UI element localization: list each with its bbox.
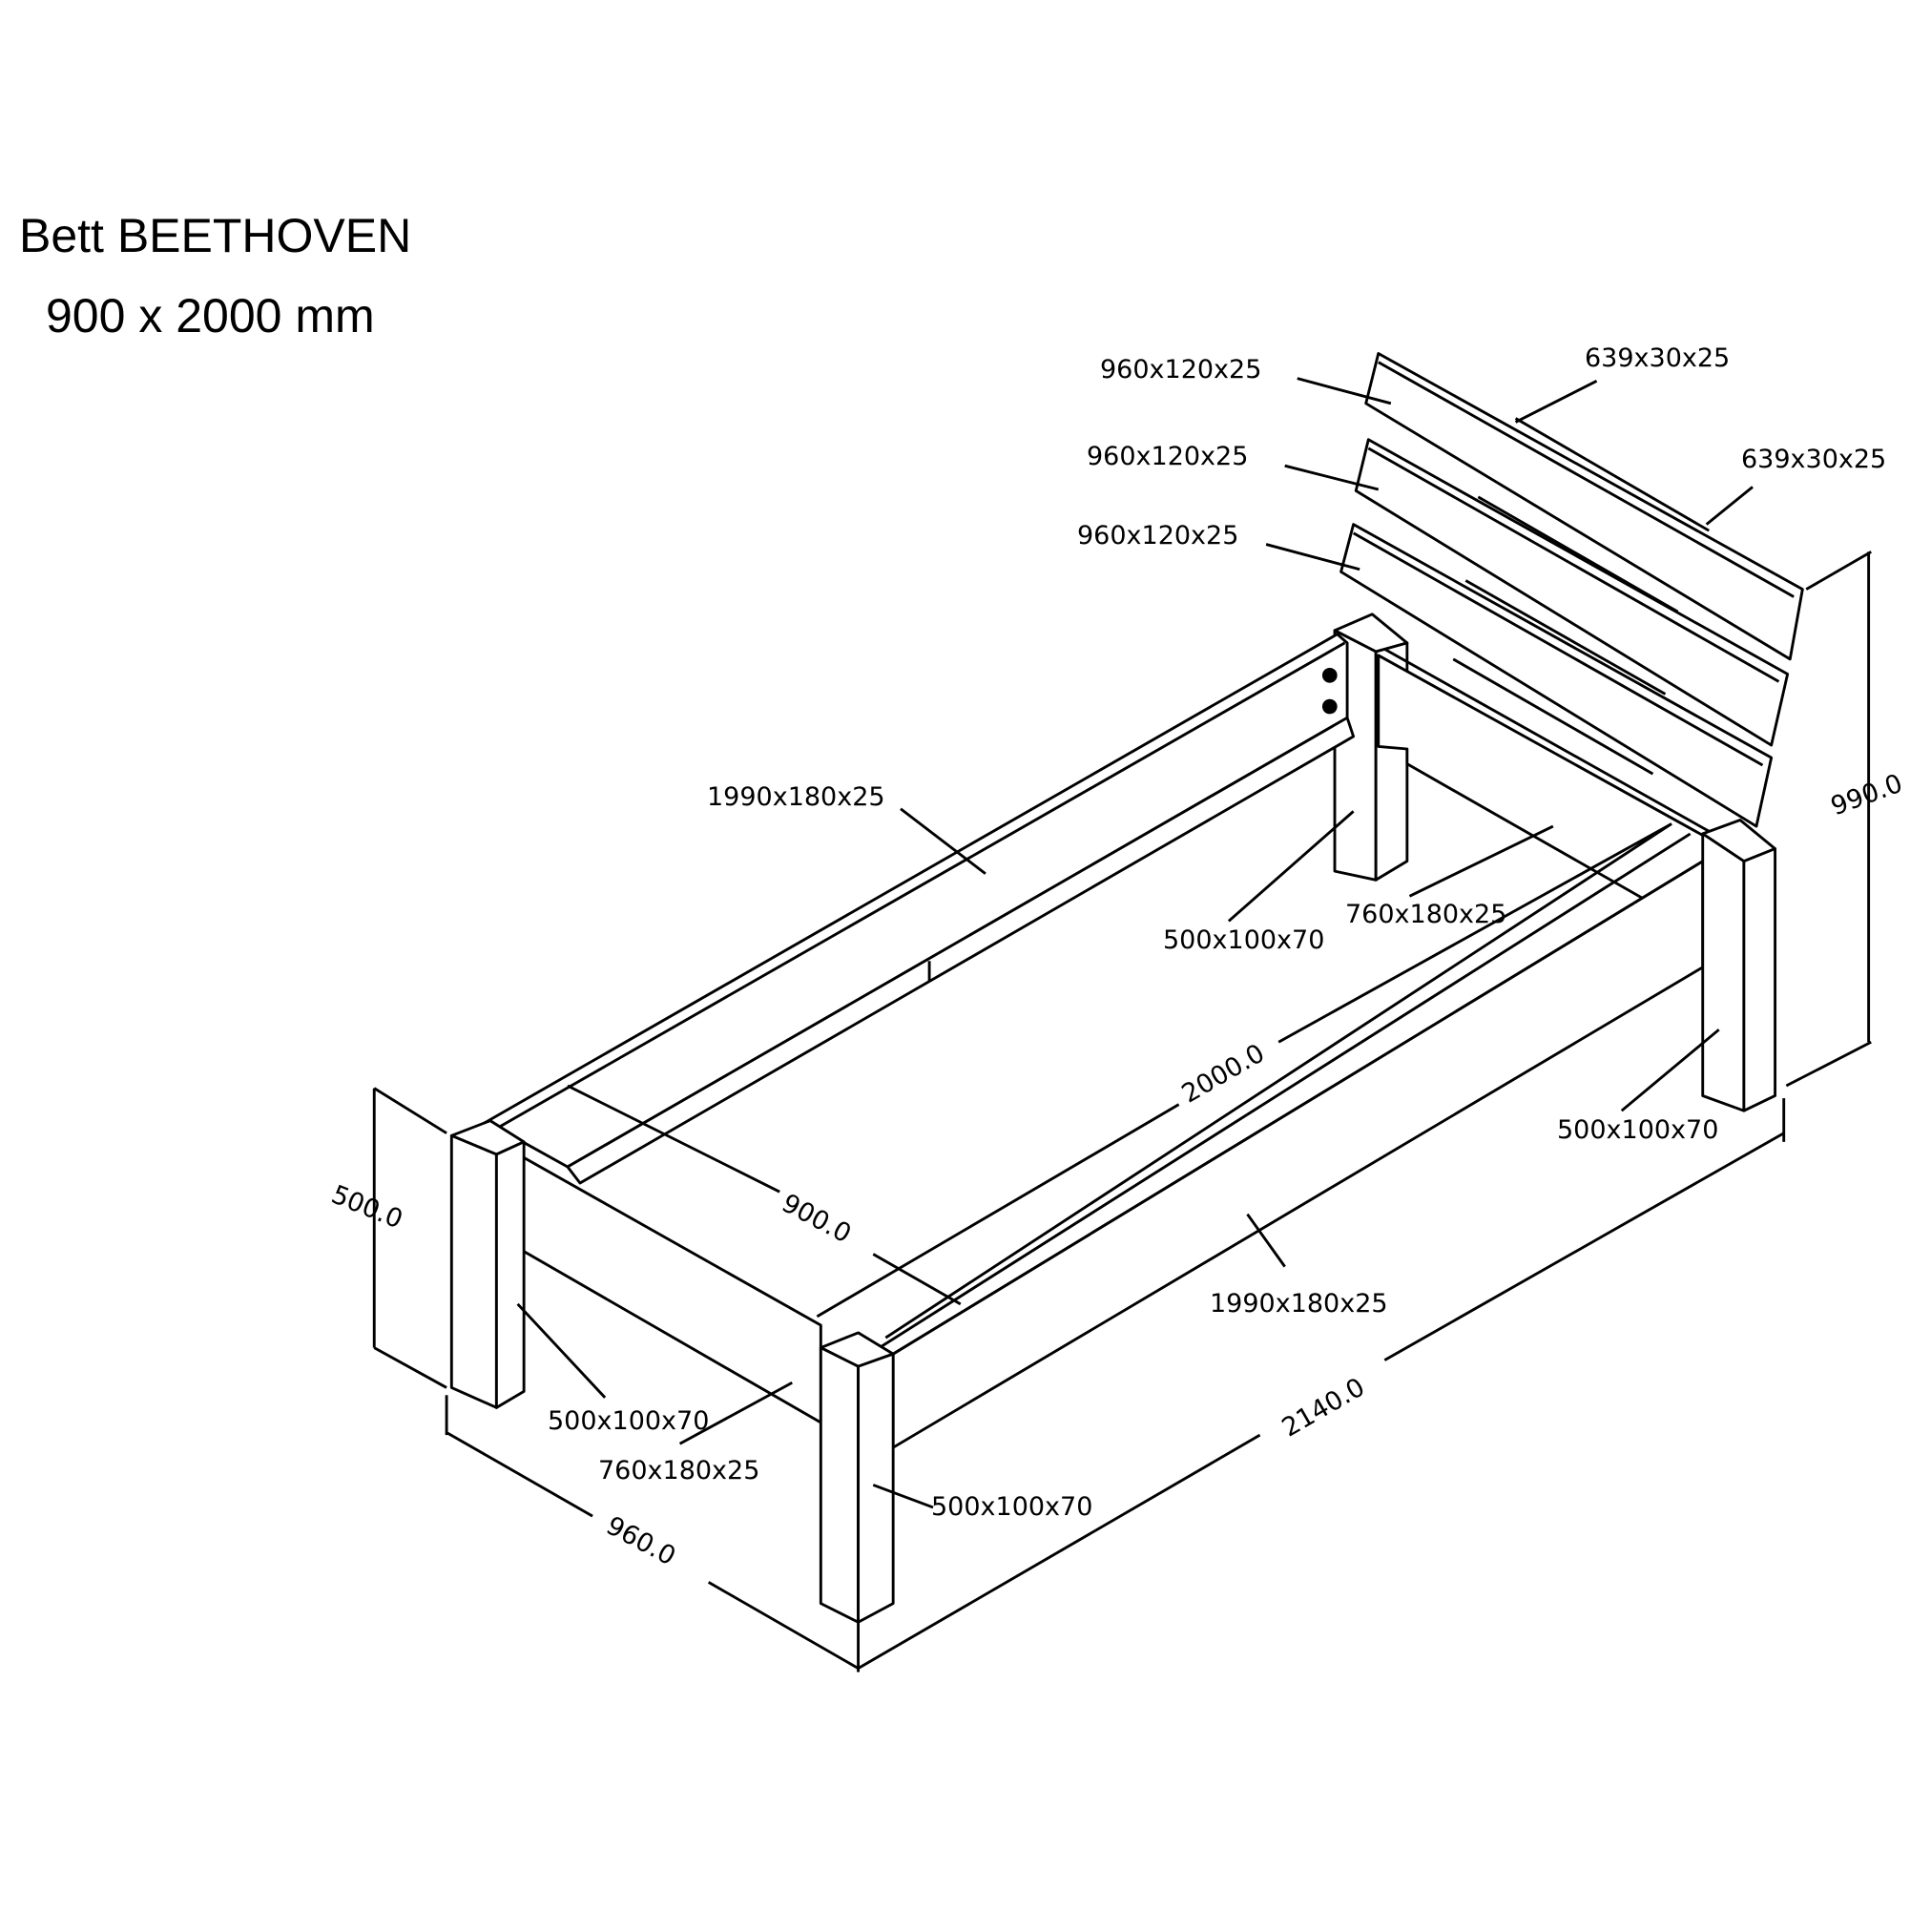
foot-rail [509,1149,822,1424]
label-headboard-slat-1: 960x120x25 [1100,355,1262,384]
label-head-leg-right: 500x100x70 [1557,1115,1719,1145]
drawing-subtitle: 900 x 2000 mm [46,289,375,343]
leader-lines [516,377,1754,1509]
label-head-leg-left: 500x100x70 [1163,925,1325,955]
label-side-rail-left: 1990x180x25 [707,782,885,812]
side-rail-left [482,633,1356,1185]
label-head-rail: 760x180x25 [1345,900,1507,929]
label-foot-leg-right: 500x100x70 [931,1492,1093,1522]
label-side-rail-right: 1990x180x25 [1210,1289,1388,1319]
dimension-lines [372,551,1872,1672]
label-headboard-batten-1: 639x30x25 [1585,343,1731,373]
headboard [1339,352,1804,828]
label-foot-rail: 760x180x25 [598,1456,760,1485]
headboard-slat-2 [1354,438,1790,747]
foot-leg-left [449,1119,526,1409]
foot-leg-right [819,1331,895,1624]
label-headboard-slat-3: 960x120x25 [1077,521,1239,551]
label-foot-leg-left: 500x100x70 [548,1406,710,1436]
label-headboard-slat-2: 960x120x25 [1087,442,1249,471]
headboard-slat-3 [1339,523,1774,828]
label-headboard-batten-2: 639x30x25 [1741,445,1887,474]
headboard-slat-1 [1364,352,1804,661]
drawing-title: Bett BEETHOVEN [19,209,412,262]
head-leg-right [1701,819,1777,1112]
